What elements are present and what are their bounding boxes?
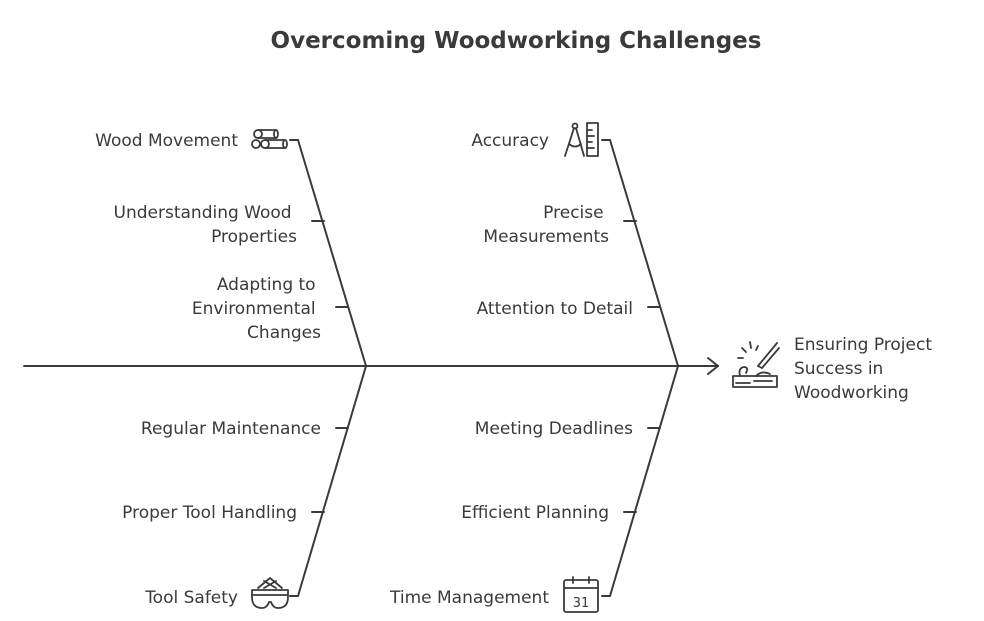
cause-label-proper-tool-handling: Proper Tool Handling [122,503,297,523]
bone-accuracy [609,139,679,367]
cause-label-precise-measurements: Precise Measurements [483,203,609,247]
category-label-time-management: Time Management [389,588,549,608]
calendar-icon [563,576,599,613]
cause-label-meeting-deadlines: Meeting Deadlines [475,419,633,439]
cause-label-understanding-wood-properties: Understanding Wood Properties [114,203,298,247]
calendar-day-number: 31 [573,596,590,611]
diagram-title: Overcoming Woodworking Challenges [271,28,762,54]
bone-time-management [609,365,679,597]
outcome-label: Ensuring Project Success in Woodworking [794,335,937,403]
cause-label-attention-to-detail: Attention to Detail [477,299,633,319]
category-label-wood-movement: Wood Movement [95,131,238,151]
category-label-tool-safety: Tool Safety [144,588,238,608]
safety-goggles-icon [251,577,289,609]
cause-label-regular-maintenance: Regular Maintenance [141,419,321,439]
spine-arrowhead [707,357,719,375]
bone-wood-movement [297,139,367,367]
woodworking-project-icon [732,341,780,388]
cause-label-efficient-planning: Efficient Planning [461,503,609,523]
logs-icon [251,129,288,149]
compass-ruler-icon [564,122,599,157]
cause-label-adapting-environmental-changes: Adapting to Environmental Changes [192,275,321,343]
category-label-accuracy: Accuracy [471,131,549,151]
bone-tool-safety [297,365,367,597]
